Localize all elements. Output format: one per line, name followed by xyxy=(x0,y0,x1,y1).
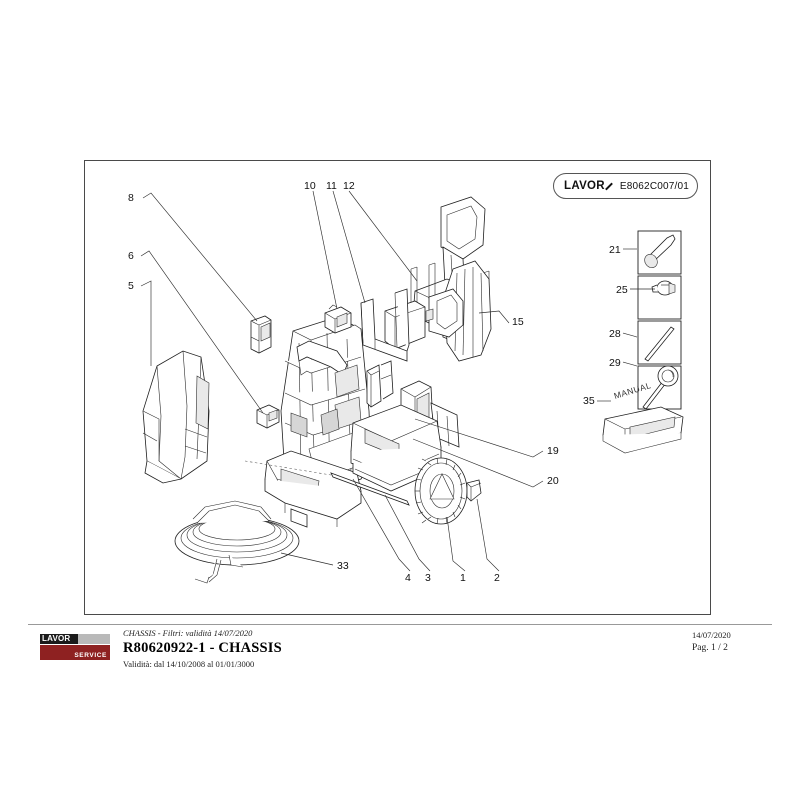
callout-20: 20 xyxy=(547,475,559,487)
callout-1: 1 xyxy=(460,572,466,584)
detail-box-28 xyxy=(637,320,682,365)
part-side-cover-panel xyxy=(142,350,210,484)
callout-numbers: 8 6 5 10 11 12 15 19 20 21 25 28 29 33 3… xyxy=(128,180,628,584)
part-handle-bracket-left xyxy=(324,304,352,334)
footer-date: 14/07/2020 xyxy=(692,630,731,640)
callout-28: 28 xyxy=(609,328,621,340)
part-trolley-assembly xyxy=(350,380,460,492)
callout-29: 29 xyxy=(609,357,621,369)
callout-15: 15 xyxy=(512,316,524,328)
leader-lines xyxy=(140,190,655,572)
footer-meta-block: 14/07/2020 Pag. 1 / 2 xyxy=(692,630,772,653)
callout-11: 11 xyxy=(326,180,337,192)
footer-text-block: CHASSIS - Filtri: validità 14/07/2020 R8… xyxy=(123,628,282,669)
part-small-bracket xyxy=(366,360,394,408)
callout-25: 25 xyxy=(616,284,628,296)
callout-19: 19 xyxy=(547,445,559,457)
detail-box-29 xyxy=(637,365,682,410)
part-valve-block xyxy=(250,315,272,354)
part-side-panel-knob xyxy=(425,260,492,362)
wheel-tread xyxy=(415,457,466,525)
part-coiled-hose xyxy=(174,500,300,584)
part-axle-rod xyxy=(330,472,410,506)
callout-6: 6 xyxy=(128,250,134,262)
callout-12: 12 xyxy=(343,180,355,192)
diagram-frame: LAVOR E8062C007/01 xyxy=(84,160,711,615)
detail-box-25 xyxy=(637,275,682,320)
part-manual-booklet: MANUAL xyxy=(602,380,684,454)
exploded-diagram-canvas: MANUAL xyxy=(128,180,684,584)
footer-logo-word: LAVOR xyxy=(42,634,71,643)
footer-logo-service: SERVICE xyxy=(74,652,107,659)
footer-subtitle: CHASSIS - Filtri: validità 14/07/2020 xyxy=(123,628,253,638)
callout-10: 10 xyxy=(304,180,316,192)
header-brand-badge: LAVOR E8062C007/01 xyxy=(553,173,698,199)
callout-33: 33 xyxy=(337,560,349,572)
footer-title: R80620922-1 - CHASSIS xyxy=(123,640,282,656)
part-wheel xyxy=(414,457,482,525)
callout-4: 4 xyxy=(405,572,411,584)
drawing-code: E8062C007/01 xyxy=(619,180,690,192)
footer-logo-brand: LAVOR xyxy=(40,634,110,644)
part-chassis-body xyxy=(264,316,372,528)
part-small-connector xyxy=(256,404,280,429)
callout-8: 8 xyxy=(128,192,134,204)
detail-box-21 xyxy=(637,230,682,275)
footer-divider xyxy=(28,624,772,625)
callout-5: 5 xyxy=(128,280,134,292)
footer-logo: LAVOR SERVICE xyxy=(40,634,110,660)
part-handle-bracket-mid xyxy=(360,288,410,362)
callout-35: 35 xyxy=(583,395,595,407)
footer-validity: Validità: dal 14/10/2008 al 01/01/3000 xyxy=(123,659,255,669)
callout-21: 21 xyxy=(609,244,621,256)
callout-2: 2 xyxy=(494,572,500,584)
callout-3: 3 xyxy=(425,572,431,584)
brand-name: LAVOR xyxy=(564,180,605,192)
footer-page-number: Pag. 1 / 2 xyxy=(692,643,728,653)
footer-logo-service-bar: SERVICE xyxy=(40,645,110,660)
footer: LAVOR SERVICE CHASSIS - Filtri: validità… xyxy=(28,628,772,688)
